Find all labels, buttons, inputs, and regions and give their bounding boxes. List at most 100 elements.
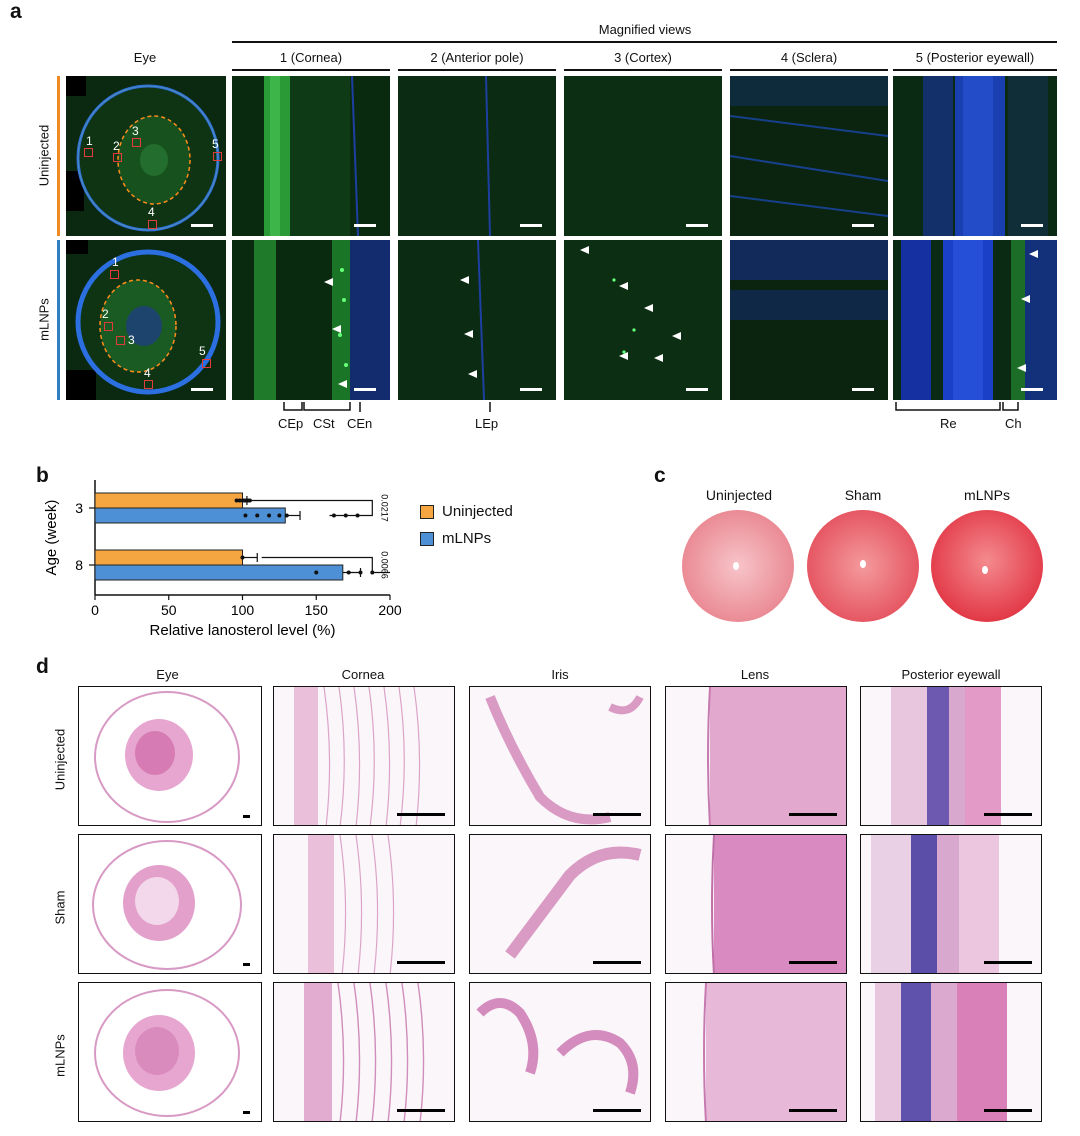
- panel-label-a: a: [10, 0, 22, 23]
- data-point: [277, 513, 282, 518]
- scale-bar: [593, 1109, 641, 1112]
- scale-bar: [243, 1111, 250, 1114]
- scale-bar: [243, 815, 250, 818]
- scale-bar: [397, 813, 445, 816]
- d-row-label-uninjected: Uninjected: [52, 728, 68, 791]
- legend-label-mlnps: mLNPs: [442, 530, 492, 547]
- he-lens-mlnps: [665, 982, 847, 1122]
- bar-uninjected-3: [94, 492, 243, 509]
- significance-bracket: [261, 556, 390, 574]
- box-number-5: 5: [212, 137, 219, 151]
- scale-bar: [354, 224, 376, 227]
- region-brackets: [283, 402, 1019, 412]
- he-cornea-mlnps: [273, 982, 455, 1122]
- scale-bar: [1021, 224, 1043, 227]
- scale-bar: [1021, 388, 1043, 391]
- he-posterior-eyewall-sham: [860, 834, 1042, 974]
- scale-bar: [520, 224, 542, 227]
- scale-bar: [243, 963, 250, 966]
- magnified-views-bracket: [232, 41, 1057, 43]
- significance-bracket: [251, 499, 373, 517]
- bar-mlnps-8: [94, 564, 344, 581]
- fundus-images: [682, 510, 1043, 622]
- bar-uninjected-8: [94, 549, 243, 566]
- he-lens-sham: [665, 834, 847, 974]
- scale-bar: [984, 813, 1032, 816]
- col-title-cortex: 3 (Cortex): [614, 50, 672, 65]
- he-iris-mlnps: [469, 982, 651, 1122]
- box-number-1: 1: [112, 255, 119, 269]
- legend-label-uninjected: Uninjected: [442, 503, 513, 520]
- box-number-4: 4: [148, 205, 155, 219]
- data-point: [247, 498, 252, 503]
- d-col-title-eye: Eye: [156, 667, 179, 682]
- fundus-label-sham: Sham: [844, 487, 882, 503]
- scale-bar: [789, 1109, 837, 1112]
- p-value: 0.0066: [379, 551, 389, 579]
- data-point: [358, 570, 363, 575]
- data-point: [234, 498, 239, 503]
- col-title-cornea: 1 (Cornea): [279, 50, 343, 65]
- scale-bar: [191, 224, 213, 227]
- data-point: [243, 513, 248, 518]
- box-number-2: 2: [113, 139, 120, 153]
- scale-bar: [354, 388, 376, 391]
- row-color-bar-uninjected: [57, 76, 60, 236]
- label-cst: CSt: [313, 416, 335, 431]
- label-lep: LEp: [475, 416, 499, 431]
- d-col-title-iris: Iris: [551, 667, 569, 682]
- x-tick-label: 50: [161, 602, 177, 618]
- magnified-cortex-uninjected: [564, 76, 722, 236]
- data-point: [284, 513, 289, 518]
- row-label-uninjected: Uninjected: [36, 124, 52, 187]
- scale-bar: [520, 388, 542, 391]
- he-eye-mlnps: [78, 982, 262, 1122]
- scale-bar: [191, 388, 213, 391]
- col-underline: [730, 69, 888, 71]
- row-label-mlnps: mLNPs: [36, 298, 52, 341]
- x-tick-label: 200: [378, 602, 402, 618]
- fundus-label-uninjected: Uninjected: [705, 487, 773, 503]
- col-title-anterior-pole: 2 (Anterior pole): [430, 50, 524, 65]
- x-axis-label: Relative lanosterol level (%): [150, 622, 336, 639]
- data-point: [267, 513, 272, 518]
- x-tick-label: 0: [91, 602, 99, 618]
- he-iris-uninjected: [469, 686, 651, 826]
- box-number-5: 5: [199, 344, 206, 358]
- magnified-cornea-mlnps: [232, 240, 390, 400]
- col-underline: [564, 69, 722, 71]
- data-point: [314, 570, 319, 575]
- label-re: Re: [940, 416, 957, 431]
- y-tick-label: 8: [75, 557, 83, 573]
- col-title-sclera: 4 (Sclera): [780, 50, 838, 65]
- magnified-posterior-eyewall-uninjected: [893, 76, 1057, 236]
- box-number-3: 3: [128, 333, 135, 347]
- box-number-1: 1: [86, 134, 93, 148]
- label-cep: CEp: [278, 416, 304, 431]
- scale-bar: [852, 224, 874, 227]
- magnified-anterior-pole-mlnps: [398, 240, 556, 400]
- col-title-eye: Eye: [133, 50, 157, 65]
- scale-bar: [984, 1109, 1032, 1112]
- legend-swatch-uninjected: [420, 505, 434, 519]
- d-row-label-sham: Sham: [52, 890, 68, 925]
- magnified-cortex-mlnps: [564, 240, 722, 400]
- scale-bar: [593, 813, 641, 816]
- eye-fluorescence-mlnps: 1 2 3 4 5: [66, 240, 226, 400]
- box-number-3: 3: [132, 124, 139, 138]
- magnified-posterior-eyewall-mlnps: [893, 240, 1057, 400]
- scale-bar: [789, 813, 837, 816]
- x-tick-label: 100: [231, 602, 255, 618]
- magnified-anterior-pole-uninjected: [398, 76, 556, 236]
- he-cornea-sham: [273, 834, 455, 974]
- panel-label-b: b: [36, 464, 49, 487]
- col-underline: [398, 69, 556, 71]
- row-color-bar-mlnps: [57, 240, 60, 400]
- scale-bar: [593, 961, 641, 964]
- magnified-sclera-mlnps: [730, 240, 888, 400]
- data-point: [255, 513, 260, 518]
- y-axis-label: Age (week): [43, 500, 60, 576]
- panel-label-c: c: [654, 464, 666, 487]
- scale-bar: [984, 961, 1032, 964]
